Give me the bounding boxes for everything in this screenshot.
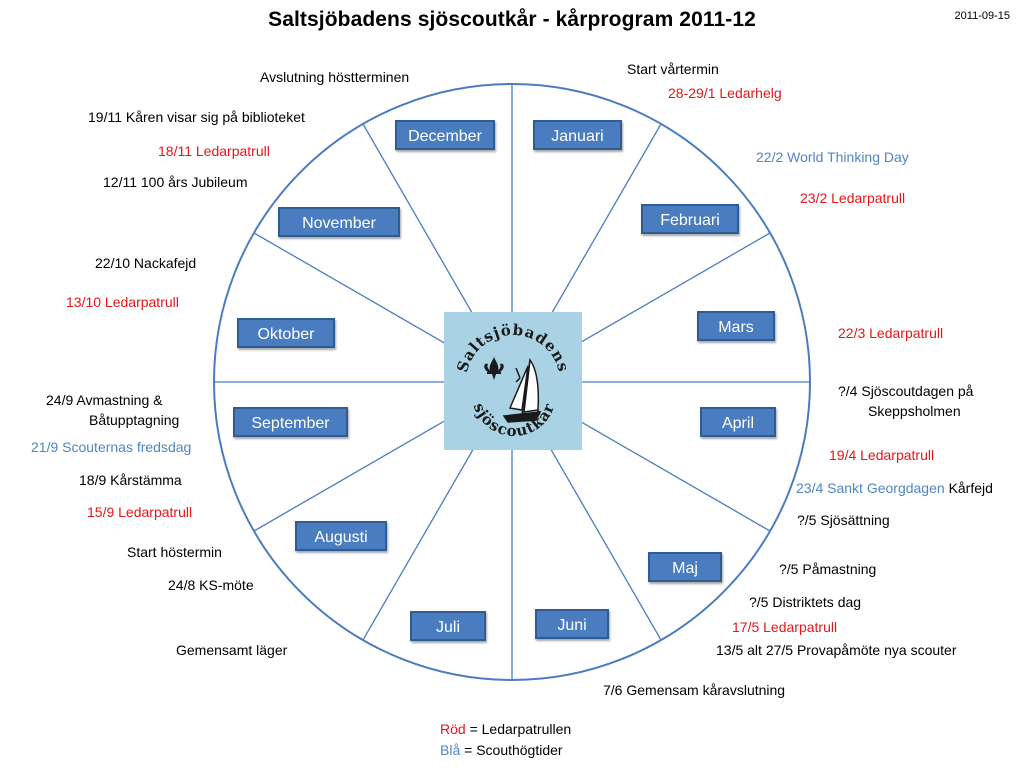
event-karstamma: 18/9 Kårstämma (79, 472, 182, 488)
event-sjoscoutdagen-line1: ?/4 Sjöscoutdagen på (838, 383, 974, 399)
scout-logo: Saltsjöbadens sjöscoutkår (444, 312, 582, 450)
event-ledarpatrull-159: 15/9 Ledarpatrull (87, 504, 193, 520)
event-ledarhelg: 28-29/1 Ledarhelg (668, 85, 782, 101)
event-karfejd: Kårfejd (948, 480, 993, 496)
legend-blue: Blå = Scouthögtider (440, 742, 563, 758)
month-april: April (700, 407, 776, 437)
legend-red-word: Röd (440, 721, 466, 737)
month-maj: Maj (648, 552, 722, 582)
event-sjosattning: ?/5 Sjösättning (797, 512, 890, 528)
event-biblioteket: 19/11 Kåren visar sig på biblioteket (88, 109, 305, 125)
event-ledarpatrull-1811: 18/11 Ledarpatrull (158, 143, 270, 159)
event-ks-mote: 24/8 KS-möte (168, 577, 254, 593)
event-ledarpatrull-1310: 13/10 Ledarpatrull (66, 294, 179, 310)
logo-text-top: Saltsjöbadens (453, 321, 572, 375)
event-start-hostermin: Start höstermin (127, 544, 222, 560)
event-sankt-georgdagen: 23/4 Sankt Georgdagen Kårfejd (796, 480, 993, 496)
fleur-de-lis-icon (484, 356, 504, 380)
event-pamastning: ?/5 Påmastning (779, 561, 877, 577)
month-mars: Mars (697, 311, 775, 341)
legend-red-text: = Ledarpatrullen (465, 721, 572, 737)
event-avmastning-line1: 24/9 Avmastning & (46, 392, 163, 408)
event-avmastning-line2: Båtupptagning (89, 412, 180, 428)
event-jubileum: 12/11 100 års Jubileum (103, 174, 248, 190)
event-ledarpatrull-175: 17/5 Ledarpatrull (732, 619, 838, 635)
month-juni: Juni (535, 609, 609, 639)
event-provapamote: 13/5 alt 27/5 Provapåmöte nya scouter (716, 642, 957, 658)
event-distriktets-dag: ?/5 Distriktets dag (749, 594, 862, 610)
legend-blue-word: Blå (440, 742, 461, 758)
month-augusti: Augusti (295, 521, 387, 551)
event-start-vartermin: Start vårtermin (627, 61, 719, 77)
event-karavslutning: 7/6 Gemensam kåravslutning (603, 682, 786, 698)
event-scouternas-fredsdag: 21/9 Scouternas fredsdag (31, 439, 192, 455)
event-ledarpatrull-194: 19/4 Ledarpatrull (829, 447, 935, 463)
legend-red: Röd = Ledarpatrullen (440, 721, 571, 737)
event-sjoscoutdagen-line2: Skeppsholmen (868, 403, 961, 419)
event-world-thinking-day: 22/2 World Thinking Day (756, 149, 909, 165)
date-label: 2011-09-15 (954, 10, 1010, 22)
month-december: December (395, 120, 495, 150)
event-avslutning-hostterminen: Avslutning höstterminen (260, 69, 410, 85)
month-november: November (278, 207, 400, 237)
event-sankt-georgdagen-text: 23/4 Sankt Georgdagen (796, 480, 945, 496)
event-ledarpatrull-223: 22/3 Ledarpatrull (838, 325, 944, 341)
page-title: Saltsjöbadens sjöscoutkår - kårprogram 2… (268, 8, 756, 31)
sailboat-icon (502, 357, 542, 423)
month-oktober: Oktober (237, 318, 335, 348)
month-september: September (233, 407, 348, 437)
month-januari: Januari (533, 120, 622, 150)
event-ledarpatrull-232: 23/2 Ledarpatrull (800, 190, 906, 206)
month-juli: Juli (410, 611, 486, 641)
legend-blue-text: = Scouthögtider (460, 742, 563, 758)
month-februari: Februari (641, 204, 739, 234)
event-nackafejd: 22/10 Nackafejd (95, 255, 197, 271)
svg-text:Saltsjöbadens: Saltsjöbadens (453, 321, 573, 375)
event-gemensamt-lager: Gemensamt läger (176, 642, 288, 658)
